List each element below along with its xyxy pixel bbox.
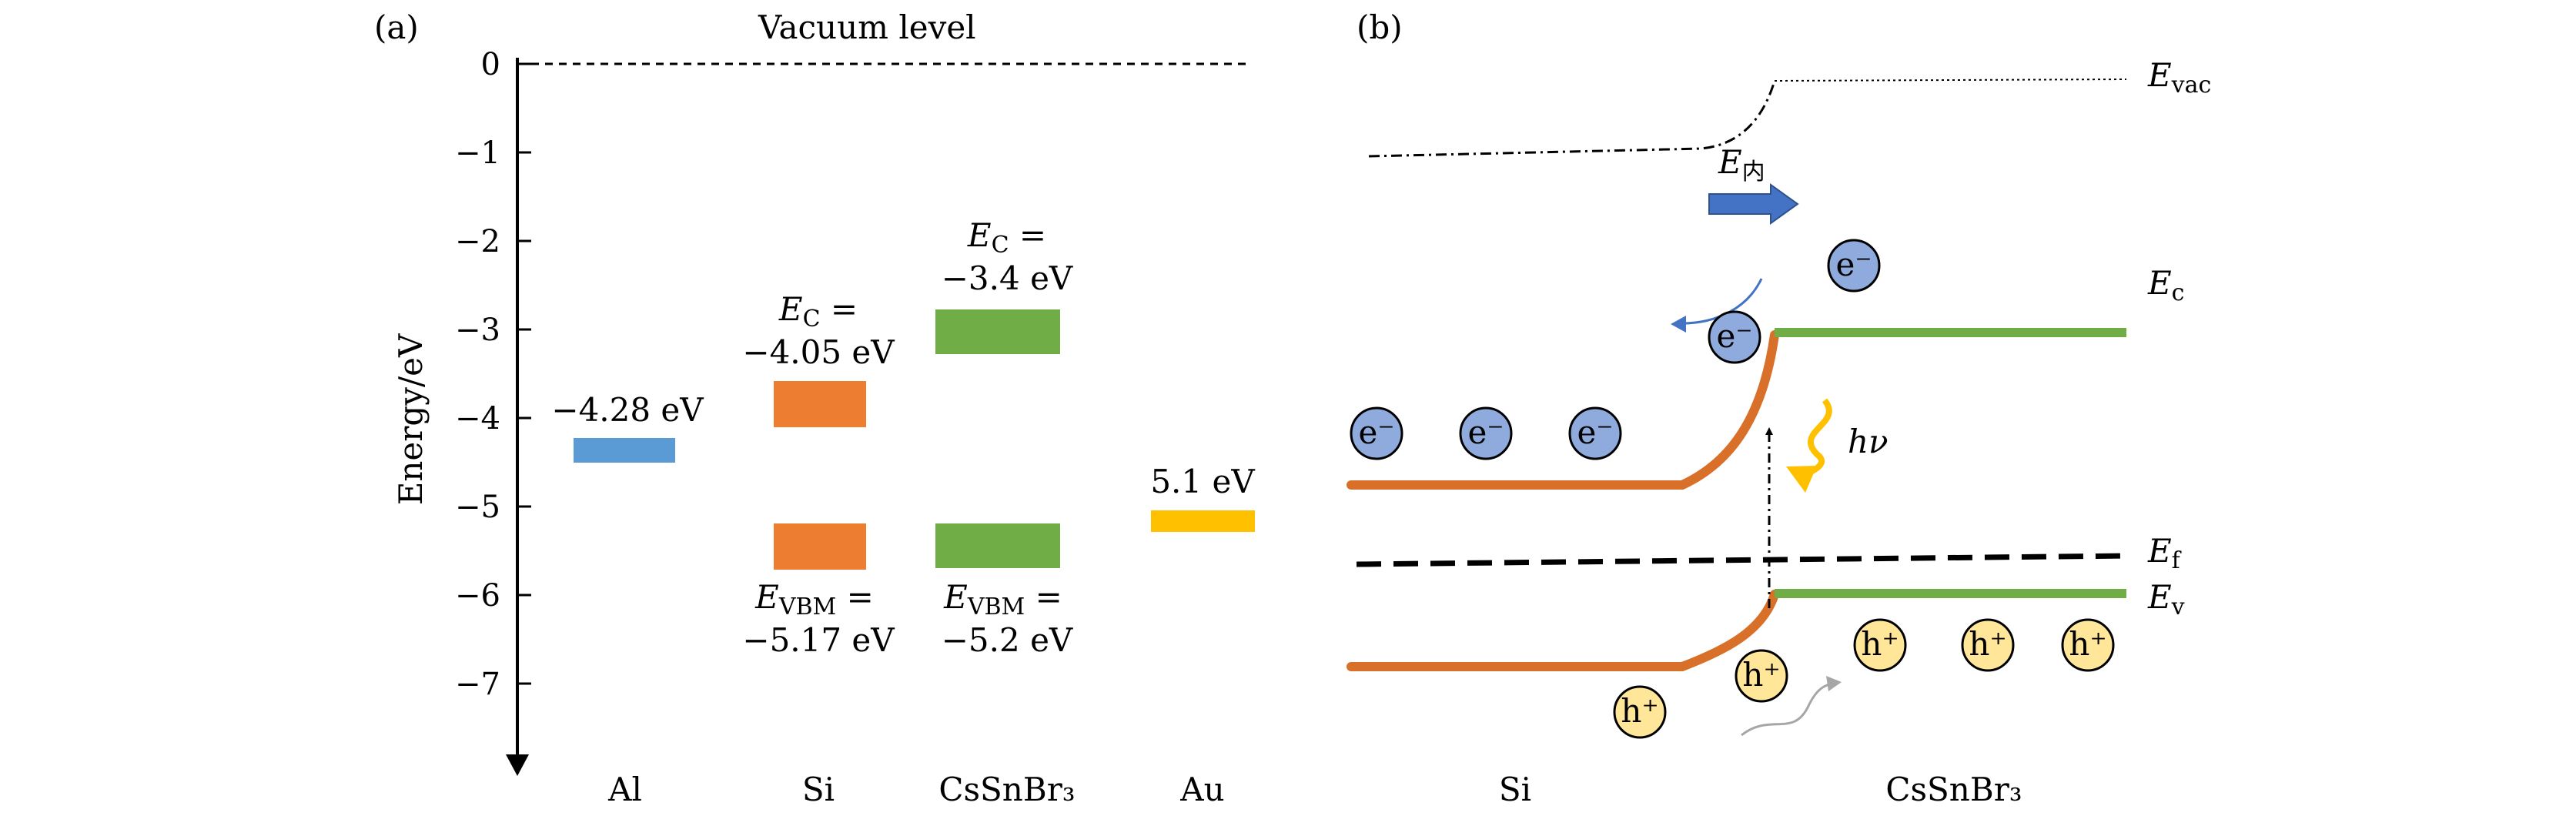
cs-evbm-label: EVBM = — [943, 578, 1062, 620]
electron-3: e⁻ — [1350, 406, 1403, 460]
material-label-al: Al — [607, 771, 642, 808]
fermi-level-line — [1356, 553, 2127, 567]
y-tick-label-7: −7 — [455, 667, 500, 702]
electron-label: e⁻ — [1716, 317, 1752, 355]
panel-b: (b) Evac E内 Ec Ef Ev hν — [1347, 8, 2211, 808]
y-ticks — [517, 62, 531, 685]
hole-1: h⁺ — [1853, 618, 1907, 672]
cs-valence-band-bar — [935, 523, 1060, 568]
panel-b-label: (b) — [1357, 8, 1403, 46]
cs-ec-value: −3.4 eV — [942, 259, 1073, 297]
hole-2: h⁺ — [1961, 618, 2015, 672]
electron-circle — [1708, 310, 1761, 364]
y-tick-labels: 0 −1 −2 −3 −4 −5 −6 −7 — [455, 47, 500, 702]
si-conduction-band-bar — [774, 381, 866, 427]
hole-5: h⁺ — [1613, 685, 1667, 739]
al-work-function-bar — [574, 438, 675, 463]
electron-circle — [1827, 239, 1881, 293]
hole-drift-path — [1741, 682, 1833, 737]
si-valence-band-bar — [774, 523, 866, 570]
hole-circle — [1961, 618, 2015, 672]
si-evbm-value: −5.17 eV — [742, 621, 895, 659]
si-conduction-band — [1347, 330, 1779, 490]
material-label-si: Si — [802, 771, 835, 808]
electron-label: e⁻ — [1835, 246, 1872, 283]
material-label-si-b: Si — [1499, 771, 1531, 808]
built-in-field-label: E内 — [1718, 143, 1765, 186]
panel-a-label: (a) — [374, 8, 419, 46]
y-tick-label-0: 0 — [481, 47, 500, 82]
electron-circle — [1568, 406, 1622, 460]
hole-label: h⁺ — [2069, 625, 2106, 663]
vacuum-level-label: Vacuum level — [758, 8, 976, 46]
hole-drift-arrowhead — [1826, 676, 1842, 691]
ef-label: Ef — [2147, 532, 2182, 574]
photon-wave — [1798, 398, 1832, 480]
y-tick-label-4: −4 — [455, 401, 500, 436]
hole-circle — [1735, 649, 1788, 703]
al-value-label: −4.28 eV — [551, 391, 704, 429]
ec-label: Ec — [2147, 264, 2184, 306]
evac-curve-si — [1368, 80, 1776, 158]
electron-label: e⁻ — [1358, 413, 1394, 451]
built-in-field-arrow — [1708, 183, 1799, 225]
evac-line-cs — [1774, 79, 2127, 82]
electron-circle — [1350, 406, 1403, 460]
photon-label: hν — [1848, 423, 1889, 460]
cs-ec-label: EC = — [967, 216, 1046, 259]
electrons: e⁻ e⁻ e⁻ e⁻ e⁻ — [1350, 239, 1881, 460]
electron-1: e⁻ — [1827, 239, 1881, 293]
hole-3: h⁺ — [2061, 618, 2115, 672]
electron-label: e⁻ — [1577, 413, 1613, 451]
y-axis-label: Energy/eV — [392, 333, 430, 505]
ev-label: Ev — [2147, 578, 2185, 620]
au-value-label: 5.1 eV — [1150, 463, 1255, 500]
electron-5: e⁻ — [1568, 406, 1622, 460]
hole-circle — [2061, 618, 2115, 672]
photon-arrowhead — [1786, 466, 1817, 493]
hole-4: h⁺ — [1735, 649, 1788, 703]
y-axis-arrowhead — [506, 754, 529, 776]
electron-drift-arrowhead — [1671, 316, 1686, 333]
hole-circle — [1853, 618, 1907, 672]
cs-evbm-value: −5.2 eV — [942, 621, 1073, 659]
au-work-function-bar — [1151, 510, 1255, 532]
electron-4: e⁻ — [1459, 406, 1513, 460]
panel-a: (a) Vacuum level 0 −1 −2 −3 −4 −5 −6 −7 — [374, 8, 1255, 808]
holes: h⁺ h⁺ h⁺ h⁺ h⁺ — [1613, 618, 2115, 739]
hole-label: h⁺ — [1969, 625, 2006, 663]
y-tick-label-1: −1 — [455, 135, 500, 171]
hole-label: h⁺ — [1742, 656, 1780, 694]
si-ec-value: −4.05 eV — [742, 333, 895, 371]
y-tick-label-3: −3 — [455, 313, 500, 348]
evac-label: Evac — [2147, 56, 2211, 99]
material-label-cssnbr3-b: CsSnBr₃ — [1885, 771, 2022, 808]
y-tick-label-5: −5 — [455, 490, 500, 525]
si-ec-label: EC = — [778, 290, 858, 333]
material-label-au: Au — [1179, 771, 1224, 808]
hole-label: h⁺ — [1621, 692, 1658, 730]
electron-circle — [1459, 406, 1513, 460]
hole-circle — [1613, 685, 1667, 739]
cs-conduction-band-bar — [935, 309, 1060, 354]
y-tick-label-6: −6 — [455, 578, 500, 614]
y-tick-label-2: −2 — [455, 224, 500, 259]
electron-label: e⁻ — [1467, 413, 1504, 451]
electron-2: e⁻ — [1708, 310, 1761, 364]
material-label-cssnbr3: CsSnBr₃ — [938, 771, 1075, 808]
si-evbm-label: EVBM = — [754, 578, 874, 620]
hole-label: h⁺ — [1861, 625, 1899, 663]
si-valence-band — [1347, 590, 1779, 671]
